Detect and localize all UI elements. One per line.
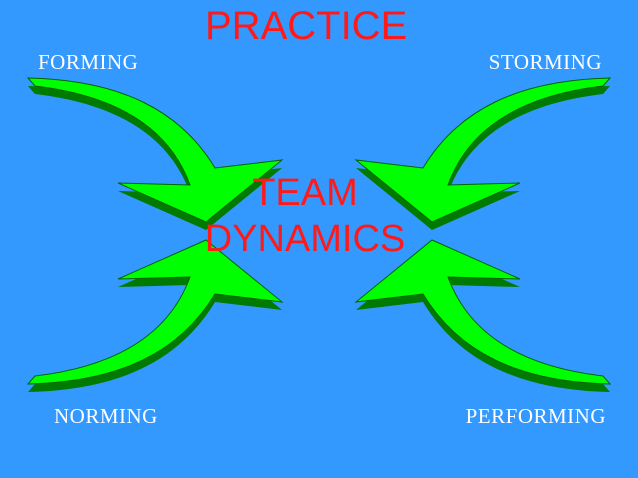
stage-label-norming: NORMING [54, 404, 158, 428]
curved-arrow-icon [355, 239, 611, 392]
stage-label-performing: PERFORMING [465, 404, 606, 428]
center-title-line-1: TEAM [252, 172, 358, 214]
stage-label-storming: STORMING [488, 50, 602, 74]
slide-title: PRACTICE [205, 4, 408, 48]
curved-arrow-icon [27, 239, 283, 392]
stage-label-forming: FORMING [38, 50, 139, 74]
center-title: TEAM DYNAMICS [170, 170, 440, 262]
center-title-line-2: DYNAMICS [204, 218, 406, 260]
